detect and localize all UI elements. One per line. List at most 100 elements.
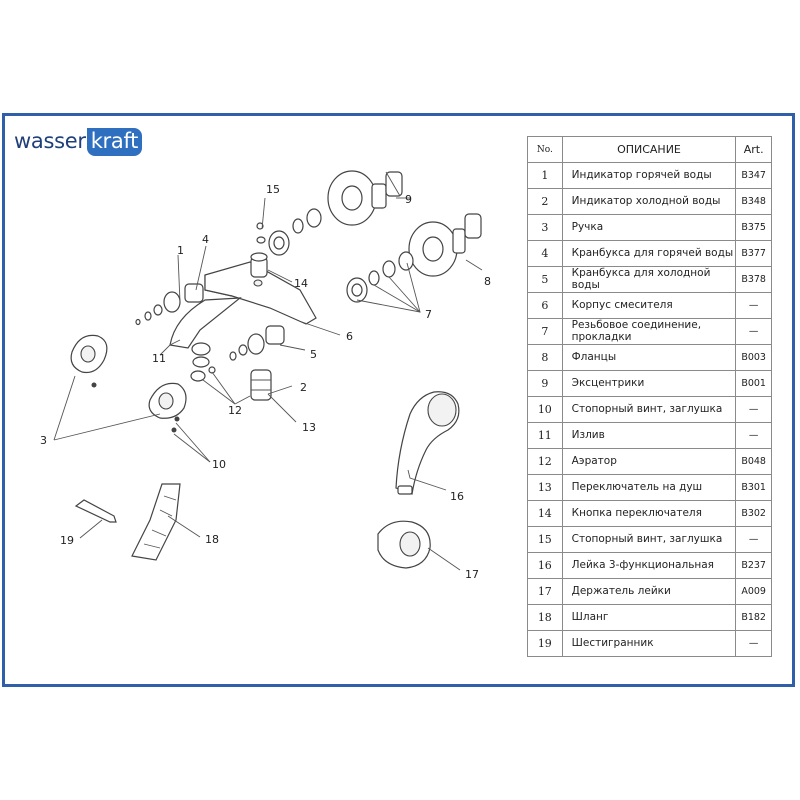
- brand-logo-part1: wasser: [14, 129, 86, 153]
- row-description: Стопорный винт, заглушка: [561, 396, 737, 423]
- row-description: Кранбукса для холодной воды: [561, 266, 737, 293]
- row-no: 17: [527, 578, 563, 605]
- row-no: 10: [527, 396, 563, 423]
- row-no: 6: [527, 292, 563, 319]
- row-no: 16: [527, 552, 563, 579]
- callout-11: 11: [152, 352, 166, 365]
- callout-2: 2: [300, 381, 307, 394]
- row-description: Держатель лейки: [561, 578, 737, 605]
- row-art: —: [735, 396, 772, 423]
- row-description: Шестигранник: [561, 630, 737, 657]
- callout-19: 19: [60, 534, 74, 547]
- row-art: B347: [735, 162, 772, 189]
- eccentric-9: [327, 170, 403, 226]
- row-description: Лейка 3-функциональная: [561, 552, 737, 579]
- row-no: 7: [527, 318, 563, 345]
- callout-5: 5: [310, 348, 317, 361]
- flange-8: [408, 213, 482, 277]
- holder-17: [377, 520, 431, 569]
- row-description: Индикатор холодной воды: [561, 188, 737, 215]
- callout-8: 8: [484, 275, 491, 288]
- callout-3: 3: [40, 434, 47, 447]
- row-art: —: [735, 422, 772, 449]
- connectors-upper: [268, 208, 322, 256]
- row-no: 11: [527, 422, 563, 449]
- row-description: Шланг: [561, 604, 737, 631]
- row-no: 4: [527, 240, 563, 267]
- brand-logo-part2: kraft: [86, 128, 143, 156]
- callout-6: 6: [346, 330, 353, 343]
- header-description: ОПИСАНИЕ: [561, 136, 737, 163]
- callout-10: 10: [212, 458, 226, 471]
- row-no: 14: [527, 500, 563, 527]
- row-art: B003: [735, 344, 772, 371]
- row-description: Индикатор горячей воды: [561, 162, 737, 189]
- callout-4: 4: [202, 233, 209, 246]
- header-art: Art.: [735, 136, 772, 163]
- row-no: 13: [527, 474, 563, 501]
- diverter-13: [250, 369, 272, 401]
- callout-14: 14: [294, 277, 308, 290]
- row-no: 5: [527, 266, 563, 293]
- row-description: Ручка: [561, 214, 737, 241]
- header-no: No.: [527, 136, 563, 163]
- row-description: Резьбовое соединение, прокладки: [561, 318, 737, 345]
- row-description: Фланцы: [561, 344, 737, 371]
- callout-16: 16: [450, 490, 464, 503]
- row-no: 2: [527, 188, 563, 215]
- callout-12: 12: [228, 404, 242, 417]
- row-art: B378: [735, 266, 772, 293]
- callout-18: 18: [205, 533, 219, 546]
- row-art: B377: [735, 240, 772, 267]
- row-art: B001: [735, 370, 772, 397]
- hose-18: [131, 483, 181, 561]
- row-art: A009: [735, 578, 772, 605]
- connectors-7: [346, 251, 414, 303]
- row-art: B301: [735, 474, 772, 501]
- row-description: Корпус смесителя: [561, 292, 737, 319]
- row-no: 15: [527, 526, 563, 553]
- row-description: Эксцентрики: [561, 370, 737, 397]
- row-description: Излив: [561, 422, 737, 449]
- hex-key-19: [74, 499, 117, 523]
- leader-lines: [53, 197, 483, 571]
- row-description: Аэратор: [561, 448, 737, 475]
- handle-3-upper: [70, 334, 108, 388]
- row-art: B348: [735, 188, 772, 215]
- shower-head-16: [395, 391, 460, 495]
- callout-15: 15: [266, 183, 280, 196]
- callout-13: 13: [302, 421, 316, 434]
- row-no: 9: [527, 370, 563, 397]
- row-art: B048: [735, 448, 772, 475]
- row-description: Переключатель на душ: [561, 474, 737, 501]
- row-art: B302: [735, 500, 772, 527]
- callout-17: 17: [465, 568, 479, 581]
- row-no: 8: [527, 344, 563, 371]
- row-art: —: [735, 318, 772, 345]
- row-art: —: [735, 292, 772, 319]
- row-art: —: [735, 526, 772, 553]
- callout-7: 7: [425, 308, 432, 321]
- row-no: 19: [527, 630, 563, 657]
- aerator-12: [190, 342, 216, 382]
- handle-3-lower: [148, 382, 187, 433]
- callout-9: 9: [405, 193, 412, 206]
- row-no: 1: [527, 162, 563, 189]
